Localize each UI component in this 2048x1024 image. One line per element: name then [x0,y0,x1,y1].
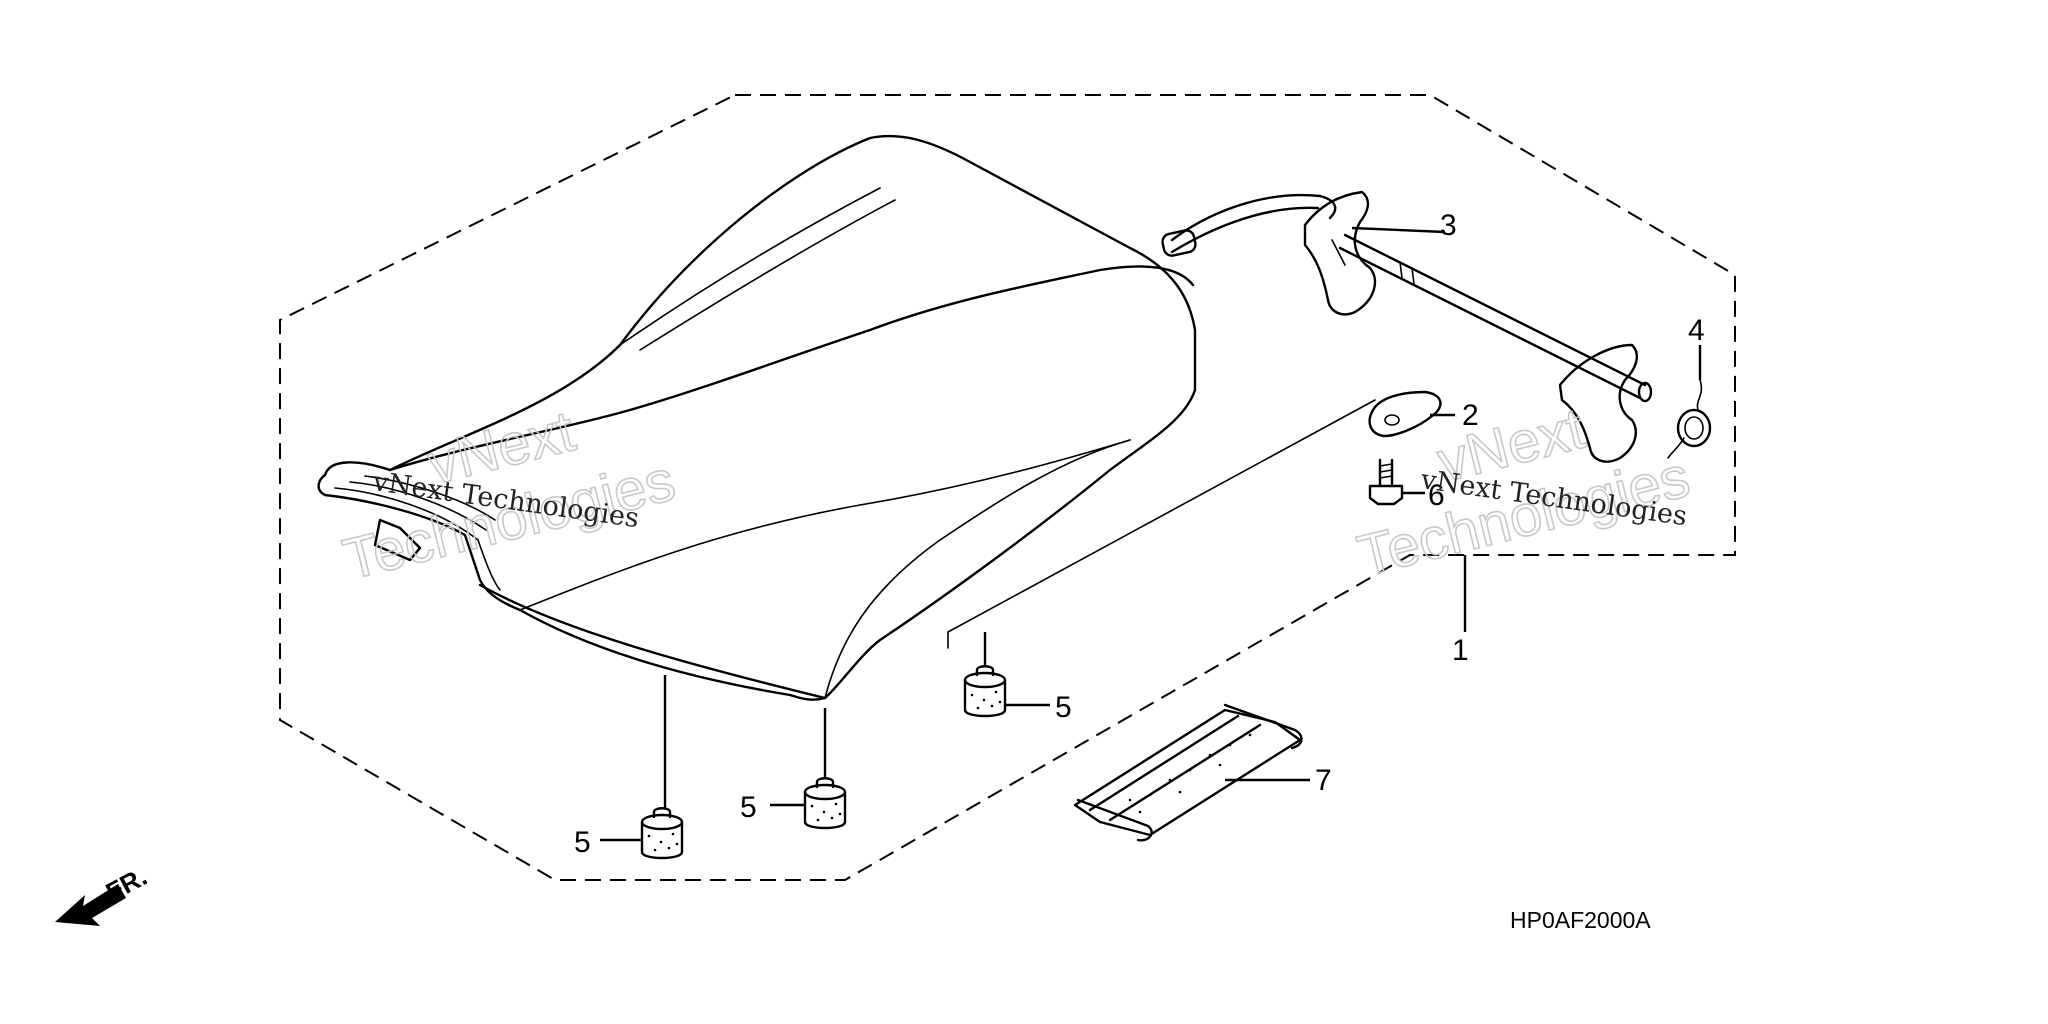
seat-lock-rod[interactable] [1161,190,1653,463]
cushion-a[interactable] [963,665,1007,718]
diagram-code: HP0AF2000A [1510,907,1651,933]
spring[interactable] [1667,379,1712,459]
callout-5-c: 5 [574,826,591,859]
callout-6: 6 [1428,479,1445,512]
callout-5-a: 5 [1055,691,1072,724]
callout-3: 3 [1440,209,1457,242]
callout-7: 7 [1315,764,1332,797]
cushion-c[interactable] [640,807,684,860]
assembly-boundary [279,94,1736,881]
callout-1: 1 [1452,634,1469,667]
callout-5-b: 5 [740,791,757,824]
front-direction-arrow-icon: FR. [55,861,152,926]
band[interactable] [1073,703,1303,842]
leader-lines [600,226,1702,842]
plate[interactable] [1368,390,1442,438]
callout-2: 2 [1462,399,1479,432]
seat[interactable] [317,134,1197,701]
callout-4: 4 [1688,314,1705,347]
cushion-b[interactable] [803,777,847,830]
bolt[interactable] [1368,458,1404,506]
